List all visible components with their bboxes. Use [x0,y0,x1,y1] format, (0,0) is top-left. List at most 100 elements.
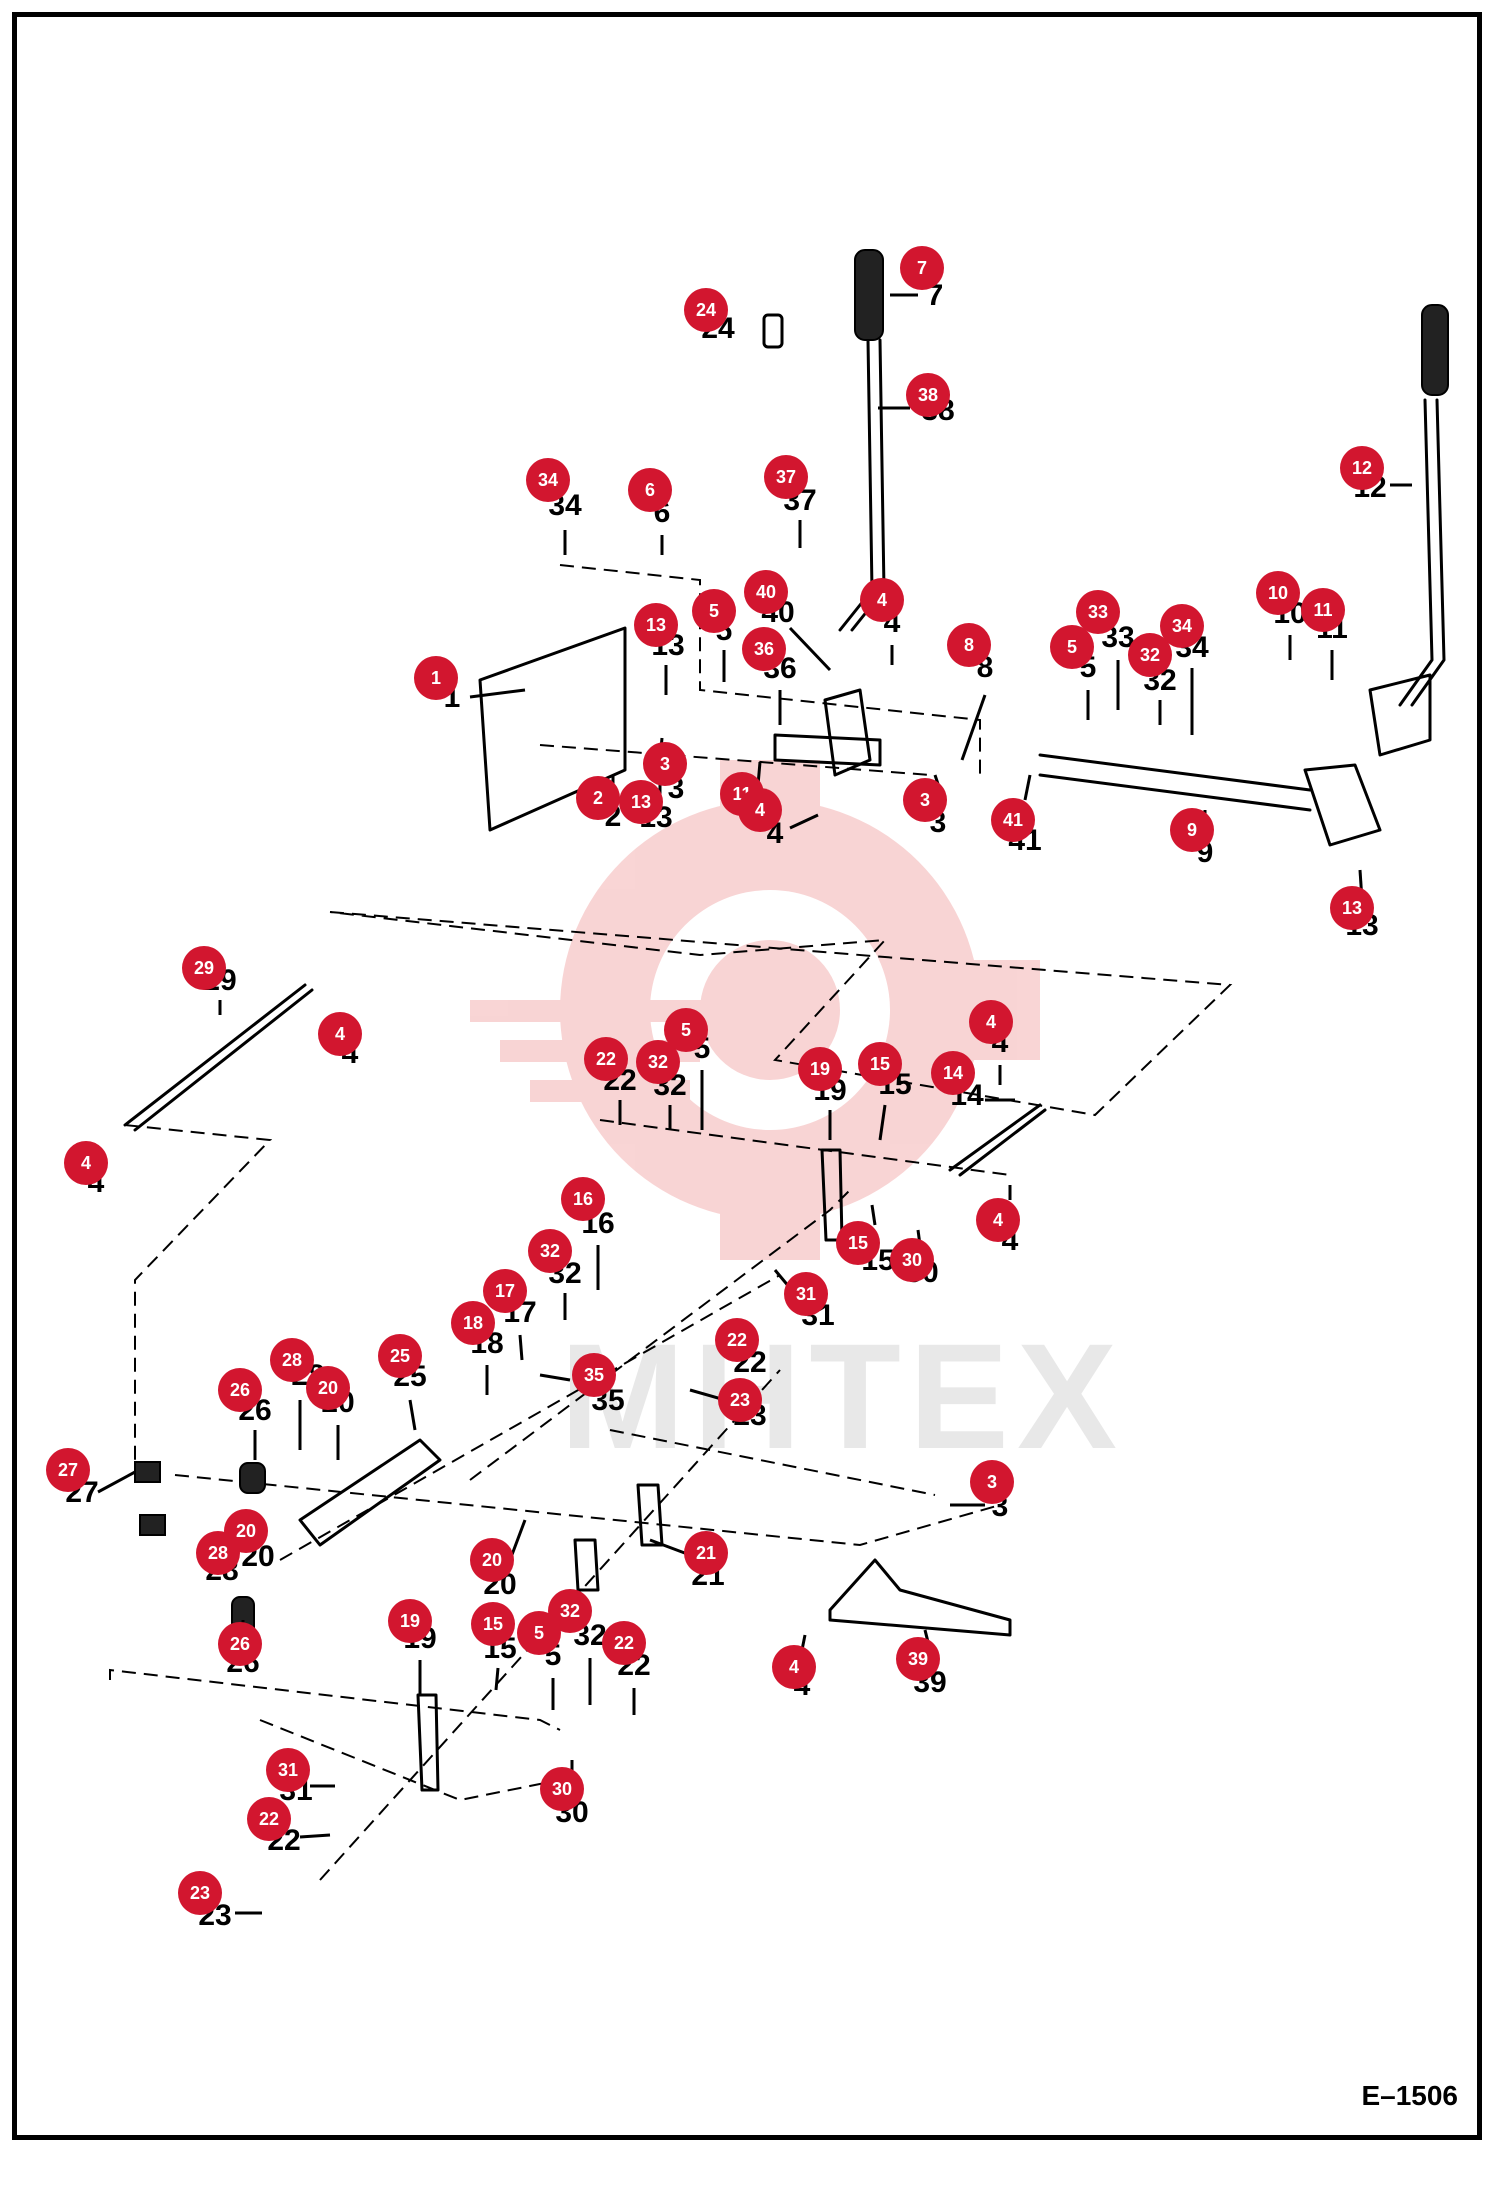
callout-badge-28[interactable]: 28 [270,1338,314,1382]
callout-badge-22[interactable]: 22 [247,1797,291,1841]
callout-badge-26[interactable]: 26 [218,1622,262,1666]
callout-badge-7[interactable]: 7 [900,246,944,290]
callout-badge-5[interactable]: 5 [517,1611,561,1655]
callout-badge-38[interactable]: 38 [906,373,950,417]
callout-badge-15[interactable]: 15 [471,1602,515,1646]
callout-badge-4[interactable]: 4 [969,1000,1013,1044]
callout-badge-circle [584,1037,628,1081]
callout-badge-circle [906,373,950,417]
callout-badge-6[interactable]: 6 [628,468,672,512]
callout-badge-14[interactable]: 14 [931,1051,975,1095]
callout-badge-number: 4 [986,1012,996,1032]
callout-badge-32[interactable]: 32 [636,1040,680,1084]
callout-badge-circle [684,288,728,332]
callout-badge-number: 7 [917,258,927,278]
callout-badge-number: 4 [755,800,765,820]
callout-badge-8[interactable]: 8 [947,623,991,667]
callout-badge-circle [318,1012,362,1056]
callout-badge-3[interactable]: 3 [970,1460,1014,1504]
callout-badge-1[interactable]: 1 [414,656,458,700]
callout-badge-5[interactable]: 5 [692,589,736,633]
callout-badge-5[interactable]: 5 [1050,625,1094,669]
callout-badge-15[interactable]: 15 [858,1042,902,1086]
lever-hub [773,733,882,767]
callout-badge-13[interactable]: 13 [1330,886,1374,930]
callout-badge-32[interactable]: 32 [1128,633,1172,677]
callout-badge-24[interactable]: 24 [684,288,728,332]
callout-badge-4[interactable]: 4 [860,578,904,622]
callout-badge-13[interactable]: 13 [634,603,678,647]
callout-badge-9[interactable]: 9 [1170,808,1214,852]
callout-badge-28[interactable]: 28 [196,1531,240,1575]
callout-badge-3[interactable]: 3 [903,778,947,822]
callout-badge-30[interactable]: 30 [540,1767,584,1811]
callout-badge-34[interactable]: 34 [1160,604,1204,648]
callout-badge-number: 4 [993,1210,1003,1230]
cross-shaft [1038,773,1312,812]
callout-badge-37[interactable]: 37 [764,455,808,499]
callout-badge-number: 8 [964,635,974,655]
leader-line-40 [788,626,832,672]
callout-badge-number: 5 [709,601,719,621]
callout-badge-17[interactable]: 17 [483,1269,527,1313]
callout-badge-number: 33 [1088,602,1108,622]
callout-badge-22[interactable]: 22 [715,1318,759,1362]
callout-badge-18[interactable]: 18 [451,1301,495,1345]
callout-badge-31[interactable]: 31 [266,1748,310,1792]
callout-badge-29[interactable]: 29 [182,946,226,990]
assembly-line [174,1474,1001,1547]
assembly-line [329,911,1233,1117]
callout-badge-4[interactable]: 4 [772,1645,816,1689]
callout-badge-36[interactable]: 36 [742,627,786,671]
callout-badge-13[interactable]: 13 [619,780,663,824]
callout-badge-31[interactable]: 31 [784,1272,828,1316]
callout-badge-circle [247,1797,291,1841]
callout-badge-number: 4 [81,1153,91,1173]
callout-badge-27[interactable]: 27 [46,1448,90,1492]
callout-badge-number: 20 [236,1521,256,1541]
callout-badge-circle [970,1460,1014,1504]
callout-badge-19[interactable]: 19 [798,1047,842,1091]
callout-badge-23[interactable]: 23 [718,1378,762,1422]
callout-badge-20[interactable]: 20 [306,1366,350,1410]
callout-badge-number: 30 [552,1779,572,1799]
callout-badge-4[interactable]: 4 [64,1141,108,1185]
callout-badge-4[interactable]: 4 [318,1012,362,1056]
callout-badge-10[interactable]: 10 [1256,571,1300,615]
callout-badge-5[interactable]: 5 [664,1008,708,1052]
callout-badge-23[interactable]: 23 [178,1871,222,1915]
callout-badge-32[interactable]: 32 [528,1229,572,1273]
callout-badge-34[interactable]: 34 [526,458,570,502]
assembly-line [259,1719,561,1802]
callout-badge-circle [664,1008,708,1052]
callout-badge-26[interactable]: 26 [218,1368,262,1412]
callout-badge-40[interactable]: 40 [744,570,788,614]
callout-badge-33[interactable]: 33 [1076,590,1120,634]
callout-badge-21[interactable]: 21 [684,1531,728,1575]
callout-badge-11[interactable]: 11 [1301,588,1345,632]
callout-badge-19[interactable]: 19 [388,1599,432,1643]
callout-badge-32[interactable]: 32 [548,1589,592,1633]
callout-badge-number: 32 [540,1241,560,1261]
callout-badge-35[interactable]: 35 [572,1353,616,1397]
callout-badge-25[interactable]: 25 [378,1334,422,1378]
callout-badge-4[interactable]: 4 [976,1198,1020,1242]
callout-badge-2[interactable]: 2 [576,776,620,820]
callout-badge-number: 20 [318,1378,338,1398]
callout-badge-39[interactable]: 39 [896,1637,940,1681]
callout-badge-3[interactable]: 3 [643,742,687,786]
callout-badge-15[interactable]: 15 [836,1221,880,1265]
callout-badge-circle [718,1378,762,1422]
callout-badge-number: 13 [1342,898,1362,918]
callout-badge-number: 19 [400,1611,420,1631]
callout-badge-22[interactable]: 22 [602,1621,646,1665]
callout-badge-41[interactable]: 41 [991,798,1035,842]
leader-line-15 [494,1667,500,1691]
callout-badge-20[interactable]: 20 [470,1538,514,1582]
callout-badge-16[interactable]: 16 [561,1177,605,1221]
callout-badge-number: 38 [918,385,938,405]
callout-badge-12[interactable]: 12 [1340,446,1384,490]
callout-badge-22[interactable]: 22 [584,1037,628,1081]
callout-badge-30[interactable]: 30 [890,1238,934,1282]
callout-badge-4[interactable]: 4 [738,788,782,832]
